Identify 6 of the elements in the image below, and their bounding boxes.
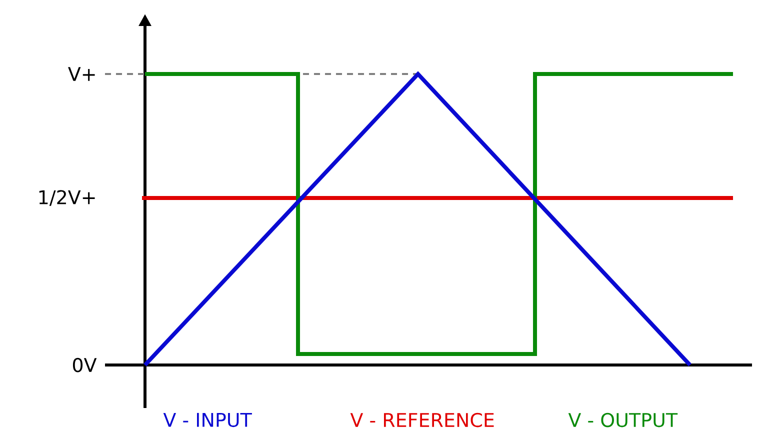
legend-label: V - OUTPUT (568, 412, 678, 428)
axis-label: 0V (72, 358, 97, 372)
legend-label: V - REFERENCE (350, 412, 494, 428)
legend-label: V - INPUT (163, 412, 252, 428)
axis-label: V+ (68, 67, 95, 81)
axis-label: 1/2V+ (39, 190, 95, 206)
